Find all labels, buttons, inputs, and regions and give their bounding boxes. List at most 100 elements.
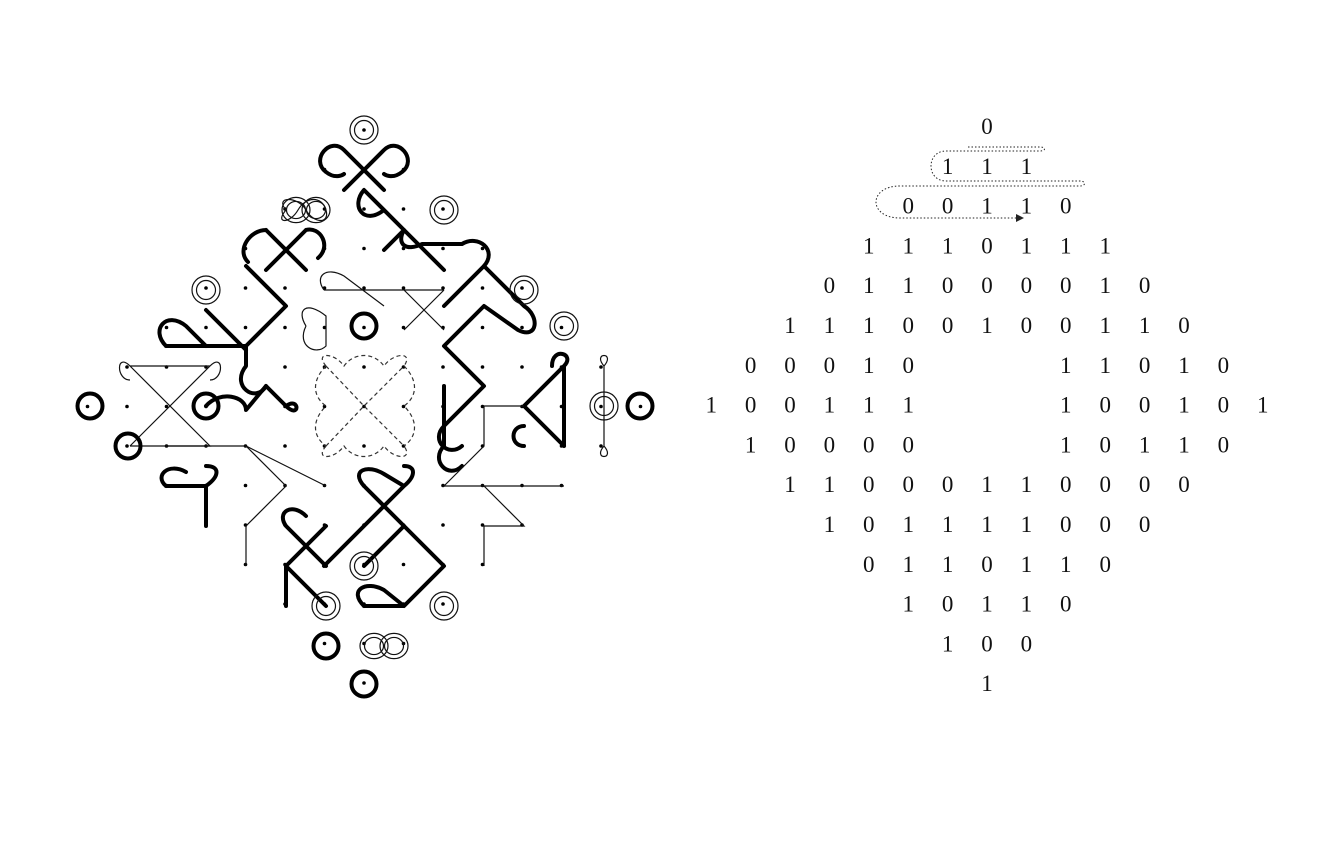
matrix-cell: 1: [1021, 194, 1033, 219]
kolam-dot: [401, 325, 406, 330]
matrix-cell: 1: [863, 233, 875, 258]
matrix-cell: 0: [902, 472, 914, 497]
matrix-cell: 1: [1060, 233, 1072, 258]
matrix-cell: 1: [1139, 432, 1151, 457]
kolam-dot: [322, 641, 327, 646]
kolam-outline-loop: [553, 315, 575, 337]
kolam-outline-loop: [315, 595, 337, 617]
matrix-cell: 0: [784, 353, 796, 378]
kolam-dot: [441, 207, 445, 211]
matrix-cell: 0: [824, 273, 836, 298]
matrix-cell: 0: [1060, 194, 1072, 219]
kolam-dot: [204, 325, 208, 330]
matrix-cell: 1: [1021, 512, 1033, 537]
matrix-cell: 1: [902, 233, 914, 258]
kolam-outline-loop: [513, 279, 535, 301]
kolam-dot: [362, 128, 366, 132]
matrix-cell: 1: [1178, 393, 1190, 418]
kolam-bold-loop: [191, 391, 221, 421]
kolam-dashed-strand: [314, 354, 416, 458]
matrix-cell: 1: [824, 313, 836, 338]
matrix-cell: 1: [1099, 273, 1111, 298]
kolam-dot: [283, 365, 287, 369]
matrix-cell: 1: [1060, 393, 1072, 418]
kolam-dot: [362, 246, 366, 251]
kolam-bold-loop: [311, 631, 341, 661]
kolam-dot: [362, 286, 366, 290]
matrix-cell: 0: [1099, 472, 1111, 497]
kolam-dot: [125, 365, 129, 369]
kolam-outline-loop: [191, 275, 221, 305]
matrix-cell: 0: [863, 472, 875, 497]
kolam-dot: [520, 325, 524, 330]
kolam-dot: [362, 207, 366, 211]
matrix-cell: 1: [863, 353, 875, 378]
kolam-figure-eight: [359, 632, 389, 660]
matrix-cell: 0: [745, 353, 757, 378]
kolam-figure-eight: [305, 200, 327, 220]
matrix-cell: 1: [1021, 592, 1033, 617]
matrix-cell: 1: [784, 313, 796, 338]
kolam-dot: [362, 444, 366, 448]
kolam-bold-loop: [349, 311, 379, 341]
kolam-dot: [243, 483, 248, 488]
kolam-figure-eight: [379, 632, 409, 660]
matrix-cell: 1: [1178, 432, 1190, 457]
kolam-outline-loop: [429, 591, 459, 621]
matrix-cell: 1: [1099, 313, 1111, 338]
kolam-outline-loop: [311, 591, 341, 621]
matrix-cell: 1: [981, 154, 993, 179]
arrow-head: [1016, 214, 1024, 222]
kolam-dot: [283, 444, 287, 448]
matrix-cell: 0: [824, 353, 836, 378]
matrix-cell: 0: [1099, 552, 1111, 577]
matrix-cell: 1: [745, 432, 757, 457]
matrix-cell: 0: [1060, 313, 1072, 338]
matrix-cell: 1: [902, 512, 914, 537]
matrix-cell: 0: [942, 194, 954, 219]
matrix-cell: 1: [902, 592, 914, 617]
matrix-cell: 0: [1099, 432, 1111, 457]
kolam-dot: [401, 404, 406, 409]
matrix-cell: 1: [824, 393, 836, 418]
matrix-cell: 0: [1021, 631, 1033, 656]
matrix-cell: 0: [1218, 353, 1230, 378]
matrix-cell: 1: [942, 154, 954, 179]
matrix-cell: 0: [1060, 592, 1072, 617]
kolam-dot: [204, 286, 208, 290]
kolam-outline-loop: [593, 395, 615, 417]
kolam-dot: [480, 246, 485, 251]
kolam-dot: [441, 602, 445, 606]
matrix-cell: 0: [1060, 273, 1072, 298]
matrix-cell: 0: [824, 432, 836, 457]
kolam-dot: [441, 286, 445, 290]
kolam-outline-loop: [429, 195, 459, 225]
matrix-cell: 1: [942, 552, 954, 577]
matrix-cell: 1: [942, 233, 954, 258]
kolam-dot: [243, 286, 248, 290]
matrix-cell: 1: [902, 273, 914, 298]
matrix-cell: 1: [1060, 552, 1072, 577]
matrix-cell: 0: [863, 512, 875, 537]
kolam-dot: [559, 325, 564, 330]
kolam-outline-loop: [433, 199, 455, 221]
kolam-bold-loop: [349, 669, 379, 699]
kolam-dot: [599, 365, 603, 369]
kolam-dot: [480, 365, 485, 369]
matrix-cell: 1: [863, 393, 875, 418]
kolam-dot: [164, 325, 169, 330]
matrix-cell: 1: [705, 393, 717, 418]
matrix-cell: 0: [863, 432, 875, 457]
matrix-cell: 1: [1257, 393, 1269, 418]
kolam-dot: [125, 404, 129, 409]
matrix-cell: 0: [745, 393, 757, 418]
matrix-cell: 0: [902, 194, 914, 219]
kolam-outline-loop: [349, 115, 379, 145]
matrix-cell: 0: [981, 273, 993, 298]
matrix-cell: 0: [981, 631, 993, 656]
matrix-cell: 0: [1218, 393, 1230, 418]
kolam-outline-loop: [549, 311, 579, 341]
matrix-cell: 1: [784, 472, 796, 497]
kolam-bold-strand: [157, 143, 570, 608]
